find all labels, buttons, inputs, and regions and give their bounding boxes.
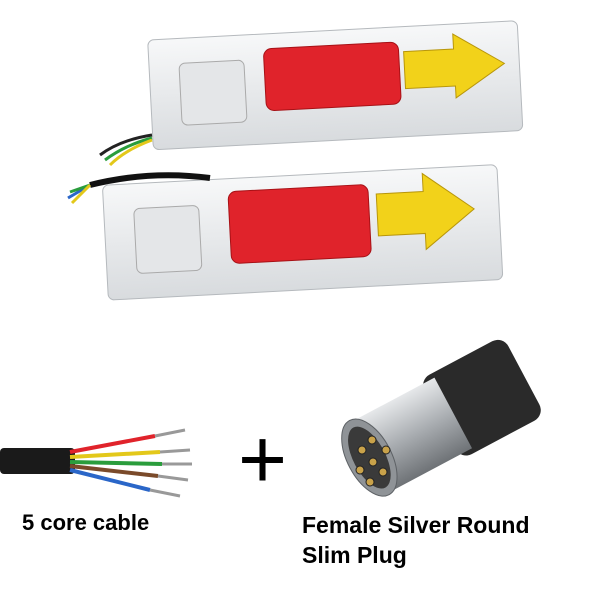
plus-symbol: + [238,412,287,506]
reverse-lens [133,205,203,274]
brake-lens [227,184,372,264]
brake-lens [263,41,402,111]
tail-light-bottom [102,164,504,301]
plus-sign: + [238,412,287,506]
plug-caption: Female Silver Round Slim Plug [302,510,530,570]
indicator-arrow-lens [375,172,475,251]
female-round-plug [341,339,541,497]
wires-bottom [67,172,211,205]
wires-top [99,133,153,167]
reverse-lens [178,59,248,126]
five-core-cable [0,428,192,498]
indicator-arrow-lens [403,33,506,99]
cable-caption: 5 core cable [22,510,150,535]
plug-caption-line-1: Female Silver Round [302,512,530,538]
plug-caption-line-2: Slim Plug [302,542,407,568]
tail-light-top [147,20,524,151]
